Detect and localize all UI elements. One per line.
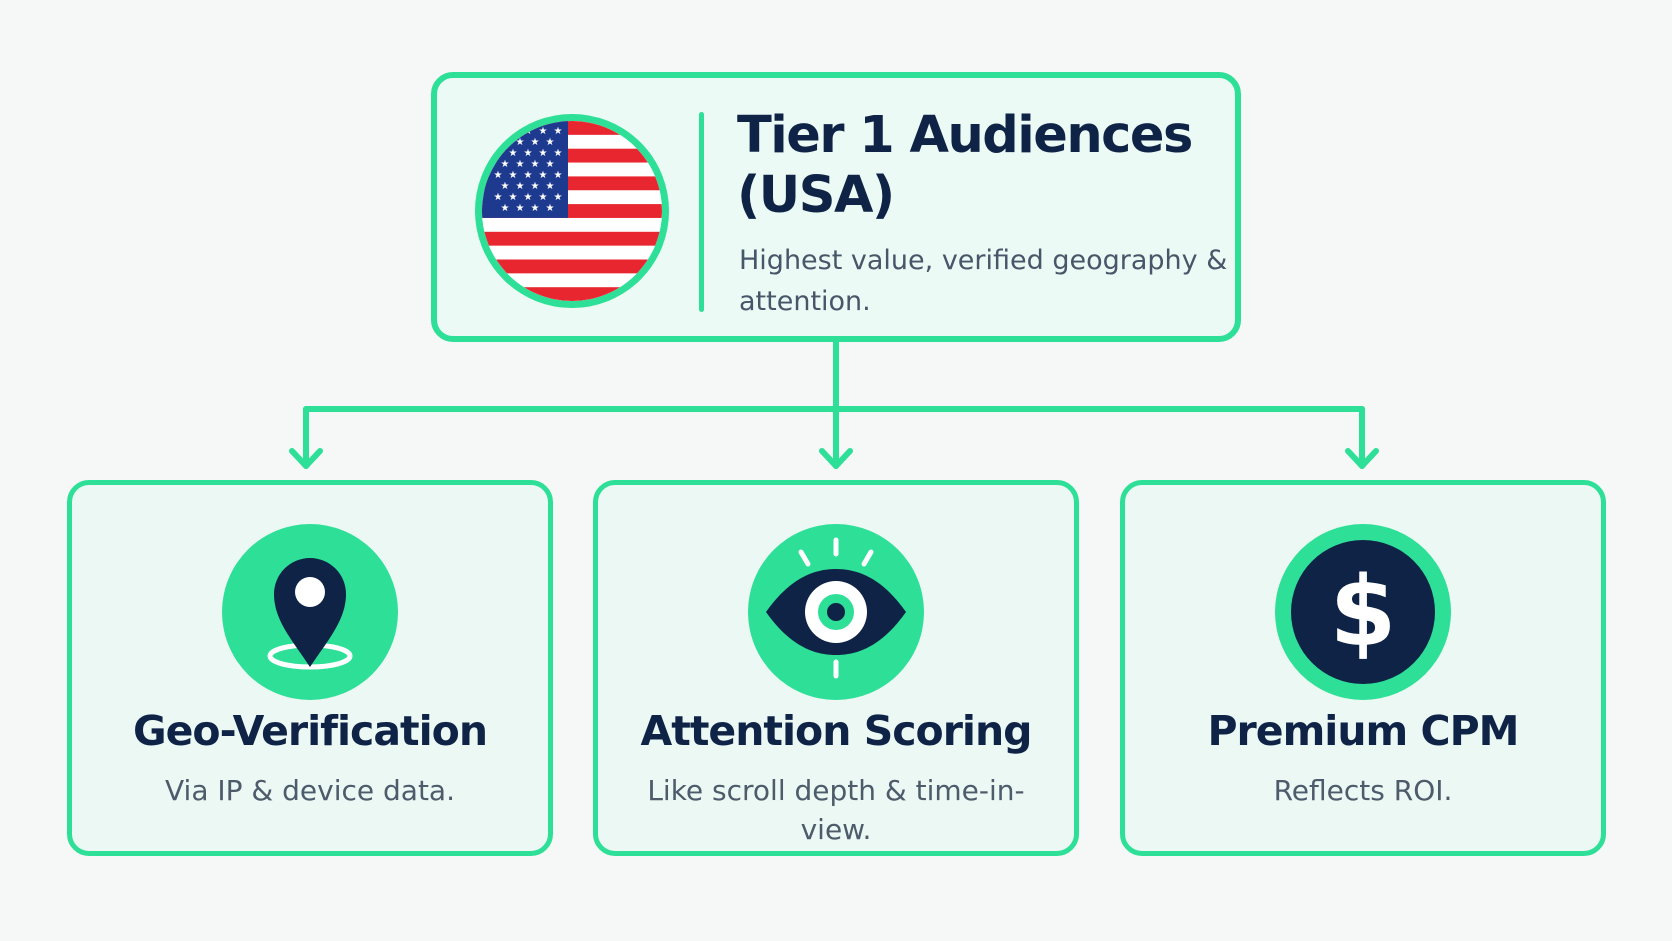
svg-text:★: ★: [554, 126, 563, 137]
card-attention-title: Attention Scoring: [640, 707, 1032, 755]
svg-text:★: ★: [509, 148, 518, 159]
svg-text:★: ★: [554, 170, 563, 181]
svg-text:★: ★: [501, 181, 510, 192]
svg-text:★: ★: [494, 192, 503, 203]
svg-text:★: ★: [524, 170, 533, 181]
svg-text:★: ★: [524, 192, 533, 203]
card-attention-scoring: Attention Scoring Like scroll depth & ti…: [593, 480, 1079, 856]
svg-text:★: ★: [509, 126, 518, 137]
card-geo-description: Via IP & device data.: [165, 774, 455, 807]
svg-text:★: ★: [501, 137, 510, 148]
svg-text:★: ★: [539, 170, 548, 181]
card-geo-title: Geo-Verification: [132, 707, 488, 755]
card-attention-description: Like scroll depth & time-in-view.: [647, 774, 1025, 846]
svg-text:★: ★: [516, 181, 525, 192]
svg-text:★: ★: [509, 170, 518, 181]
svg-text:★: ★: [501, 203, 510, 214]
svg-text:★: ★: [539, 148, 548, 159]
top-card-divider: [699, 112, 704, 312]
svg-text:★: ★: [494, 126, 503, 137]
eye-icon: [748, 524, 924, 700]
svg-text:★: ★: [531, 181, 540, 192]
svg-text:★: ★: [539, 126, 548, 137]
dollar-sign-icon: $: [1275, 524, 1451, 700]
us-flag-icon: ★★★★★ ★★★★ ★★★★★ ★★★★ ★★★★★ ★★★★ ★★★★★ ★…: [475, 114, 669, 308]
arrowhead-attn-icon: [819, 448, 853, 469]
svg-text:★: ★: [531, 137, 540, 148]
svg-text:★: ★: [546, 137, 555, 148]
svg-text:★: ★: [516, 203, 525, 214]
card-cpm-description: Reflects ROI.: [1273, 774, 1453, 807]
svg-text:★: ★: [524, 148, 533, 159]
svg-text:★: ★: [546, 159, 555, 170]
card-geo-verification: Geo-Verification Via IP & device data.: [67, 480, 553, 856]
svg-text:★: ★: [531, 159, 540, 170]
svg-text:★: ★: [531, 203, 540, 214]
svg-text:★: ★: [494, 148, 503, 159]
top-card-description: Highest value, verified geography & atte…: [739, 245, 1228, 317]
svg-text:$: $: [1330, 556, 1397, 668]
svg-text:★: ★: [516, 159, 525, 170]
top-card-title: Tier 1 Audiences (USA): [737, 106, 1193, 225]
svg-text:★: ★: [494, 170, 503, 181]
svg-text:★: ★: [554, 148, 563, 159]
location-pin-icon: [222, 524, 398, 700]
svg-text:★: ★: [516, 137, 525, 148]
top-card-tier1: ★★★★★ ★★★★ ★★★★★ ★★★★ ★★★★★ ★★★★ ★★★★★ ★…: [431, 72, 1241, 342]
svg-text:★: ★: [539, 192, 548, 203]
svg-text:★: ★: [546, 181, 555, 192]
svg-text:★: ★: [554, 192, 563, 203]
arrowhead-geo-icon: [289, 448, 323, 469]
card-premium-cpm: $ Premium CPM Reflects ROI.: [1120, 480, 1606, 856]
card-cpm-title: Premium CPM: [1207, 707, 1520, 755]
svg-text:★: ★: [524, 126, 533, 137]
svg-text:★: ★: [509, 192, 518, 203]
arrowhead-cpm-icon: [1345, 448, 1379, 469]
svg-text:★: ★: [501, 159, 510, 170]
svg-text:★: ★: [546, 203, 555, 214]
